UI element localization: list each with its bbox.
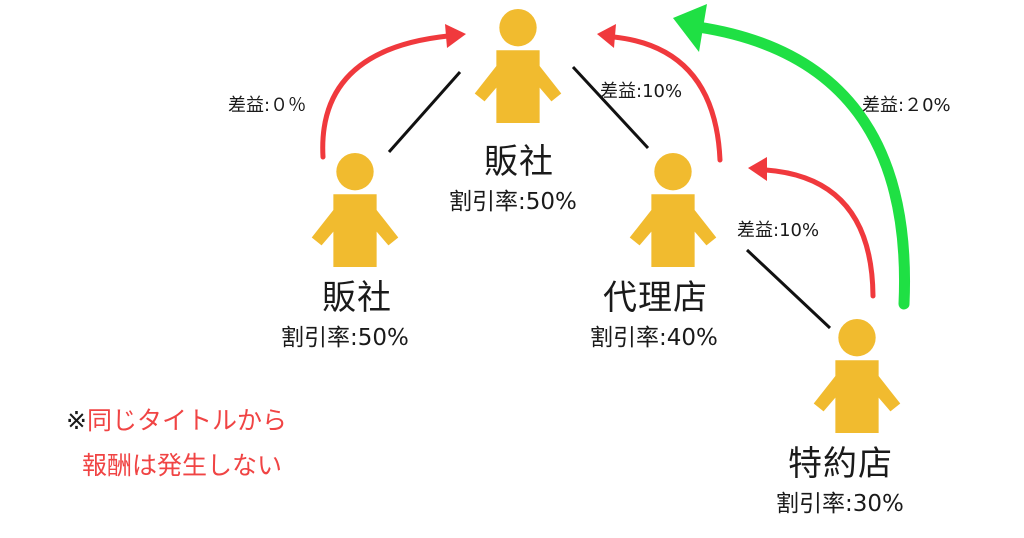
margin-special-to-agency: 差益:10% bbox=[737, 220, 820, 241]
agency-node-name: 代理店 bbox=[603, 278, 708, 318]
person-special-icon bbox=[813, 318, 901, 434]
person-top-icon bbox=[474, 8, 562, 124]
note-line-2: 報酬は発生しない bbox=[82, 451, 283, 480]
link-top-agency bbox=[571, 65, 650, 150]
link-left-top bbox=[387, 71, 462, 153]
margin-left-to-top: 差益:０％ bbox=[228, 95, 307, 116]
left-node-rate: 割引率:50% bbox=[281, 325, 409, 351]
agency-node-rate: 割引率:40% bbox=[590, 325, 718, 351]
note-asterisk: ※ bbox=[66, 406, 87, 435]
margin-agency-to-top: 差益:10% bbox=[600, 81, 683, 102]
note-line-1-text: 同じタイトルから bbox=[86, 406, 287, 435]
arrow-special-to-agency bbox=[748, 157, 876, 299]
top-node-rate: 割引率:50% bbox=[449, 189, 577, 215]
left-node-name: 販社 bbox=[322, 278, 392, 318]
note-line-1: ※同じタイトルから bbox=[66, 401, 287, 437]
arrow-agency-to-top bbox=[597, 24, 723, 163]
link-agency-special bbox=[745, 248, 832, 330]
special-node-rate: 割引率:30% bbox=[776, 491, 904, 517]
person-left-icon bbox=[311, 152, 399, 268]
margin-special-to-top: 差益:２0% bbox=[862, 95, 951, 116]
arrow-special-to-top bbox=[673, 4, 911, 310]
arrow-left-to-top bbox=[320, 24, 466, 160]
top-node-name: 販社 bbox=[484, 142, 554, 182]
special-node-name: 特約店 bbox=[788, 444, 893, 484]
person-agency-icon bbox=[629, 152, 717, 268]
